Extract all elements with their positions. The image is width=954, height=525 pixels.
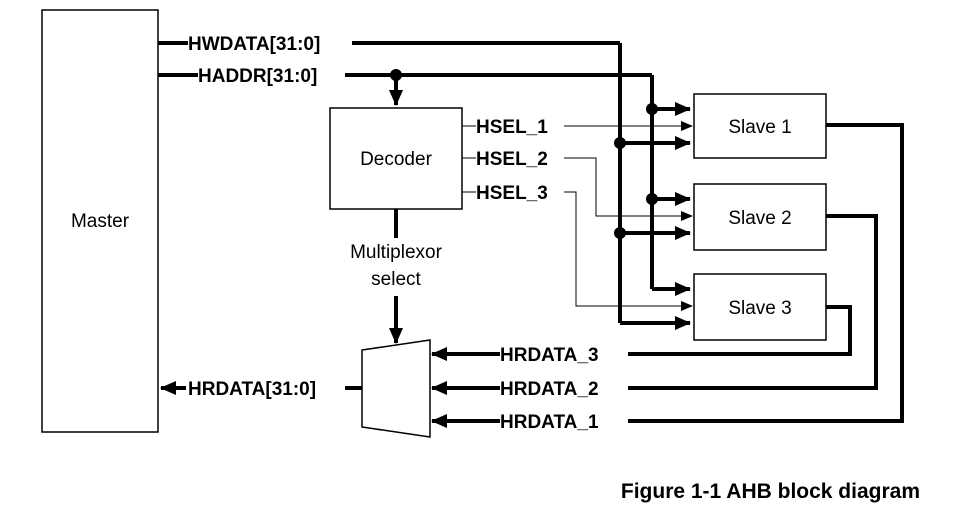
hrdata-3-label: HRDATA_3: [500, 345, 599, 366]
slave-3-block: Slave 3: [693, 273, 827, 341]
hrdata-1-label: HRDATA_1: [500, 412, 599, 433]
decoder-label: Decoder: [360, 149, 432, 170]
master-label: Master: [71, 211, 130, 232]
junction-dot: [646, 103, 658, 115]
mux-select-line: Multiplexor select: [350, 209, 443, 344]
hrdata-output-line: HRDATA[31:0]: [160, 379, 362, 400]
decoder-block: Decoder: [329, 107, 463, 210]
slave-3-label: Slave 3: [728, 298, 791, 319]
figure-caption: Figure 1-1 AHB block diagram: [621, 480, 920, 503]
junction-dot: [646, 193, 658, 205]
slave-2-label: Slave 2: [728, 208, 791, 229]
hsel-1-line: HSEL_1: [462, 117, 693, 138]
junction-dot: [614, 227, 626, 239]
hwdata-label: HWDATA[31:0]: [188, 34, 320, 55]
junction-dot: [614, 137, 626, 149]
slave-2-block: Slave 2: [693, 183, 827, 251]
hrdata-3-line: HRDATA_3: [431, 305, 852, 366]
master-block: Master: [41, 9, 159, 433]
mux-select-label-line-1: Multiplexor: [350, 242, 443, 263]
mux-select-label-line-2: select: [371, 269, 421, 290]
hrdata-out-label: HRDATA[31:0]: [188, 379, 316, 400]
slave-1-label: Slave 1: [728, 117, 791, 138]
hsel-2-label: HSEL_2: [476, 149, 548, 170]
multiplexor: [361, 339, 431, 438]
hrdata-2-line: HRDATA_2: [431, 214, 878, 400]
hwdata-bus: HWDATA[31:0]: [158, 34, 691, 330]
hsel-1-label: HSEL_1: [476, 117, 548, 138]
hrdata-1-line: HRDATA_1: [431, 123, 904, 433]
haddr-label: HADDR[31:0]: [198, 66, 317, 87]
slave-1-block: Slave 1: [693, 93, 827, 159]
hsel-3-label: HSEL_3: [476, 183, 548, 204]
hrdata-2-label: HRDATA_2: [500, 379, 599, 400]
hsel-3-line: HSEL_3: [462, 183, 693, 311]
hsel-2-line: HSEL_2: [462, 149, 693, 221]
haddr-bus: HADDR[31:0]: [158, 66, 691, 296]
junction-dot: [390, 69, 402, 81]
